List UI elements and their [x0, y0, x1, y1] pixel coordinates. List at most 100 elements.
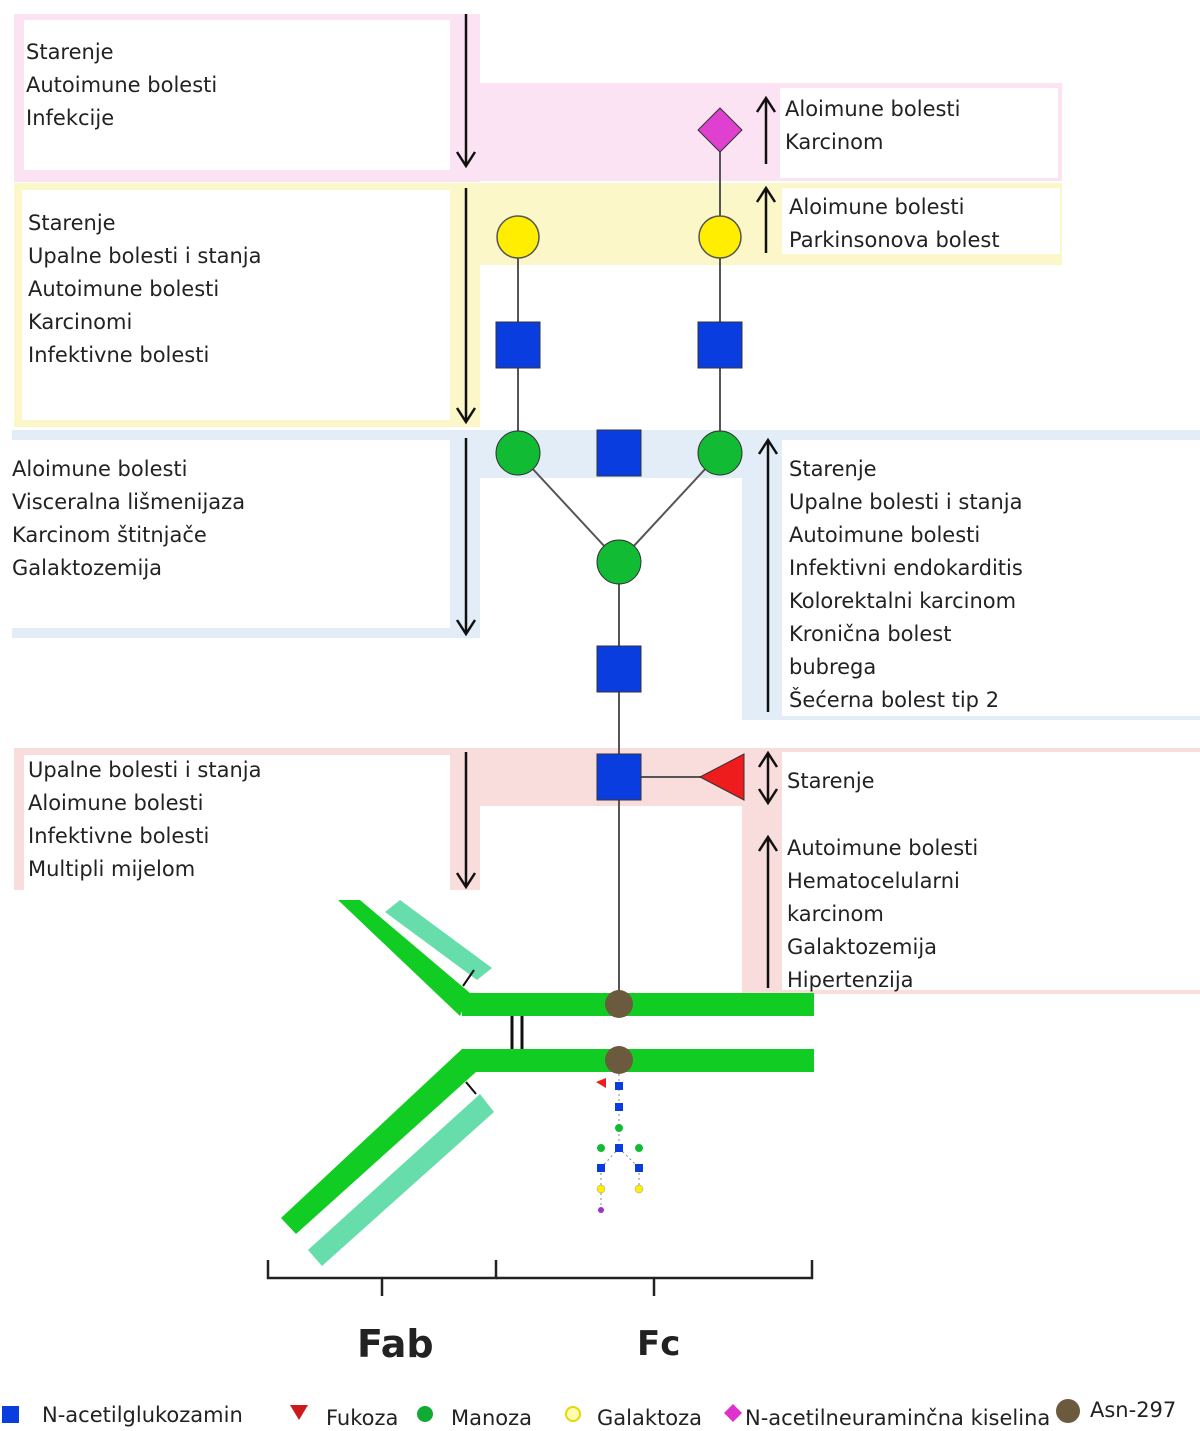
right-bisecting-line: Starenje	[789, 457, 877, 481]
right-bisecting-line: Šećerna bolest tip 2	[789, 688, 1000, 712]
mini-glcnac-bisect	[615, 1144, 623, 1152]
legend-label-mannose: Manoza	[451, 1406, 533, 1430]
legend-triangle-icon	[290, 1405, 308, 1420]
right-bisecting-line: Kolorektalni karcinom	[789, 589, 1017, 613]
left-bisecting-line: Aloimune bolesti	[12, 457, 188, 481]
mini-glcnac-2	[615, 1103, 623, 1111]
sialic-box-left	[24, 20, 450, 170]
sialic-acid-diamond	[697, 107, 743, 153]
legend-asn-icon	[1056, 1399, 1080, 1423]
left-galactose-line: Autoimune bolesti	[28, 277, 220, 301]
left-sialic-line: Infekcije	[26, 106, 115, 130]
fc-label: Fc	[637, 1324, 681, 1364]
left-group-bisecting: Aloimune bolesti Visceralna lišmenijaza …	[12, 453, 245, 585]
glcnac-core-upper	[596, 645, 642, 693]
glcnac-core-lower	[596, 753, 642, 801]
asn297-lower	[605, 1046, 633, 1074]
hinge-bond-upper	[462, 969, 475, 987]
antibody	[281, 900, 814, 1266]
left-fucose-line: Aloimune bolesti	[28, 791, 204, 815]
legend-label-asn: Asn-297	[1090, 1398, 1177, 1422]
legend-diamond-icon	[724, 1404, 742, 1422]
hinge-bond-lower	[465, 1081, 477, 1095]
mini-glcnac-1	[615, 1082, 623, 1090]
light-chain-upper	[385, 900, 492, 980]
left-galactose-line: Upalne bolesti i stanja	[28, 244, 262, 268]
mini-galactose-right	[634, 1184, 644, 1194]
right-fucose-up-line: Galaktozemija	[787, 935, 938, 959]
fucose-box-left	[24, 755, 450, 895]
legend-label-galactose: Galaktoza	[597, 1406, 702, 1430]
mini-glcnac-left	[597, 1164, 605, 1172]
right-group-fucose-up: Autoimune bolesti Hematocelularni karcin…	[787, 832, 978, 997]
right-bisecting-line: Kronična bolest	[789, 622, 952, 646]
glcnac-bisecting	[596, 429, 642, 477]
bisecting-box-right	[782, 440, 1200, 716]
left-sialic-line: Autoimune bolesti	[26, 73, 218, 97]
left-group-sialic: Starenje Autoimune bolesti Infekcije	[26, 36, 217, 135]
heavy-chain-lower	[462, 1049, 814, 1072]
left-galactose-line: Karcinomi	[28, 310, 133, 334]
legend-label-glcnac: N-acetilglukozamin	[42, 1403, 243, 1427]
left-galactose-line: Infektivne bolesti	[28, 343, 210, 367]
right-galactose-line: Aloimune bolesti	[789, 195, 965, 219]
galactose-box-left	[22, 190, 450, 420]
mini-mannose-right	[635, 1144, 643, 1152]
right-fucose-both-line: Starenje	[787, 769, 875, 793]
right-bisecting-line: Upalne bolesti i stanja	[789, 490, 1023, 514]
legend-circle-icon	[417, 1406, 433, 1422]
right-group-sialic: Aloimune bolesti Karcinom	[785, 93, 961, 159]
heavy-chain-upper	[462, 993, 814, 1016]
legend-label-sialic: N-acetilneuraminčna kiselina	[745, 1406, 1051, 1430]
asn297-upper	[605, 990, 633, 1018]
right-bisecting-line: bubrega	[789, 655, 877, 679]
left-sialic-line: Starenje	[26, 40, 114, 64]
mannose-core	[596, 539, 642, 585]
right-fucose-up-line: Hipertenzija	[787, 968, 914, 992]
legend-circle-outline-icon	[565, 1406, 581, 1422]
mini-galactose-left	[596, 1184, 606, 1194]
left-group-galactose: Starenje Upalne bolesti i stanja Autoimu…	[28, 207, 262, 372]
right-bisecting-line: Autoimune bolesti	[789, 523, 981, 547]
fab-label: Fab	[357, 1322, 434, 1366]
mini-fucose	[596, 1078, 606, 1088]
galactose-box-right	[782, 188, 1060, 254]
legend-square-icon	[2, 1406, 19, 1423]
fucose-box-right	[782, 752, 1200, 990]
right-sialic-line: Karcinom	[785, 130, 884, 154]
right-galactose-line: Parkinsonova bolest	[789, 228, 1000, 252]
glcnac-left	[495, 321, 541, 369]
legend: N-acetilglukozamin Fukoza Manoza Galakto…	[0, 1398, 1200, 1431]
right-group-galactose: Aloimune bolesti Parkinsonova bolest	[789, 191, 1000, 257]
left-group-fucose: Upalne bolesti i stanja Aloimune bolesti…	[28, 754, 262, 886]
right-bisecting-line: Infektivni endokarditis	[789, 556, 1023, 580]
mannose-right	[697, 430, 743, 476]
fab-fc-brackets	[266, 1260, 814, 1296]
left-fucose-line: Infektivne bolesti	[28, 824, 210, 848]
left-galactose-line: Starenje	[28, 211, 116, 235]
mini-mannose-left	[597, 1144, 605, 1152]
legend-symbols	[2, 1399, 1080, 1423]
legend-label-fucose: Fukoza	[326, 1406, 399, 1430]
mini-glcnac-right	[635, 1164, 643, 1172]
left-bisecting-line: Karcinom štitnjače	[12, 523, 207, 547]
sialic-box-right	[780, 88, 1058, 178]
mannose-left	[495, 430, 541, 476]
left-fucose-line: Multipli mijelom	[28, 857, 196, 881]
fucose-triangle	[698, 753, 745, 801]
right-sialic-line: Aloimune bolesti	[785, 97, 961, 121]
right-fucose-up-line: karcinom	[787, 902, 884, 926]
galactose-right	[698, 215, 742, 259]
right-fucose-up-line: Autoimune bolesti	[787, 836, 979, 860]
galactose-left	[496, 215, 540, 259]
right-fucose-up-line: Hematocelularni	[787, 869, 960, 893]
glcnac-right	[697, 321, 743, 369]
left-bisecting-line: Galaktozemija	[12, 556, 163, 580]
heavy-chain-upper-arm	[338, 900, 470, 1016]
heavy-chain-lower-arm	[281, 1049, 476, 1234]
mini-glycan	[596, 1074, 644, 1213]
right-group-bisecting: Starenje Upalne bolesti i stanja Autoimu…	[789, 453, 1023, 717]
right-group-fucose-both: Starenje	[787, 765, 875, 798]
mini-mannose-core	[615, 1124, 623, 1132]
